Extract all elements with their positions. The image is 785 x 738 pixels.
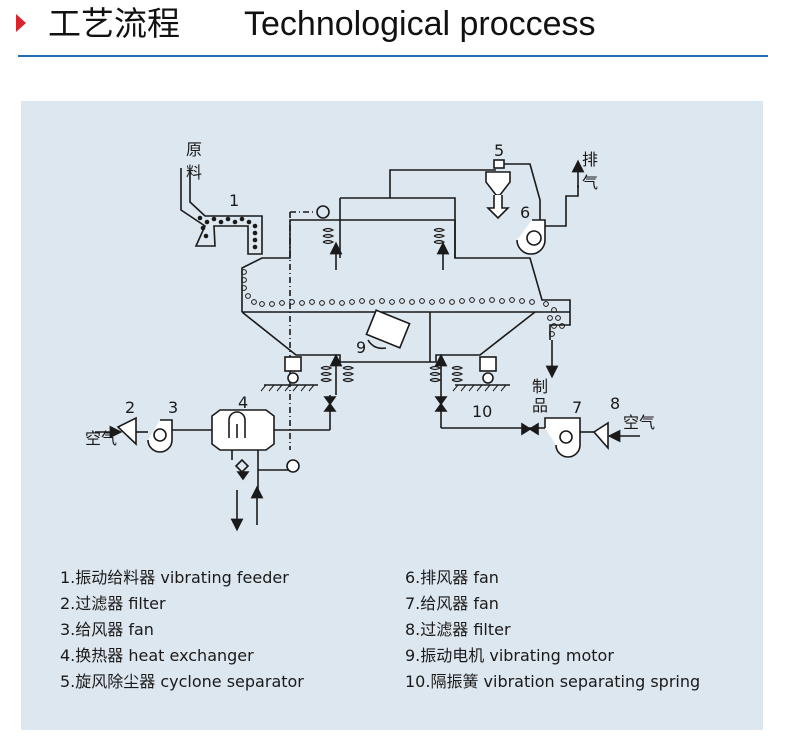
number-5: 5 <box>494 141 504 160</box>
label-raw-material-2: 料 <box>186 163 202 182</box>
label-product-2: 品 <box>532 396 548 415</box>
right-air-supply <box>434 395 640 458</box>
number-8: 8 <box>610 394 620 413</box>
vibrating-motor <box>365 309 411 350</box>
cyclone-and-exhaust <box>389 159 585 255</box>
legend-item: 4.换热器 heat exchanger <box>60 646 254 665</box>
label-air-right: 空气 <box>623 413 655 432</box>
red-triangle-marker-icon <box>16 14 26 32</box>
label-exhaust-2: 气 <box>582 173 598 192</box>
legend-item: 8.过滤器 filter <box>405 620 511 639</box>
page-header: 工艺流程 Technological proccess <box>0 0 785 58</box>
legend-item: 5.旋风除尘器 cyclone separator <box>60 672 304 691</box>
label-raw-material-1: 原 <box>186 140 202 159</box>
fluid-bed-dryer <box>241 197 571 450</box>
legend-item: 1.振动给料器 vibrating feeder <box>60 568 289 587</box>
support-springs <box>260 353 510 395</box>
label-product-1: 制 <box>532 377 548 396</box>
legend-item: 9.振动电机 vibrating motor <box>405 646 614 665</box>
legend-item: 7.给风器 fan <box>405 594 499 613</box>
legend-item: 10.隔振簧 vibration separating spring <box>405 672 701 691</box>
number-6: 6 <box>520 203 530 222</box>
left-air-supply <box>95 395 337 532</box>
diagram-panel <box>21 101 763 730</box>
number-1: 1 <box>229 191 239 210</box>
number-9: 9 <box>356 338 366 357</box>
number-4: 4 <box>238 393 248 412</box>
material-beads <box>241 269 565 337</box>
number-2: 2 <box>125 398 135 417</box>
legend-item: 2.过滤器 filter <box>60 594 166 613</box>
page-title-chinese: 工艺流程 <box>48 4 180 43</box>
number-3: 3 <box>168 398 178 417</box>
page-title-english: Technological proccess <box>244 5 596 43</box>
label-air-left: 空气 <box>85 429 117 448</box>
vibrating-feeder <box>180 168 263 255</box>
label-exhaust-1: 排 <box>582 150 598 169</box>
number-7: 7 <box>572 398 582 417</box>
legend-item: 6.排风器 fan <box>405 568 499 587</box>
legend-item: 3.给风器 fan <box>60 620 154 639</box>
header-divider <box>18 55 768 57</box>
number-10: 10 <box>472 402 492 421</box>
